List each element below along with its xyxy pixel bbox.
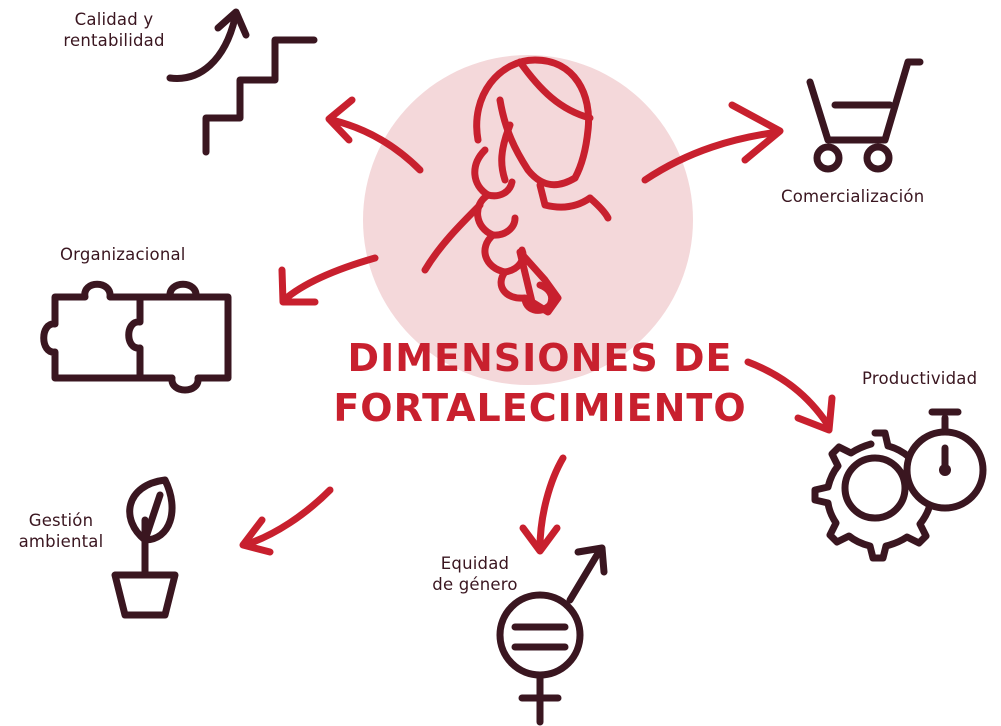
arrow-to-gestion [239,486,334,556]
label-productividad: Productividad [862,369,978,388]
label-calidad: Calidad y rentabilidad [63,10,165,50]
stairs-up-arrow-icon [166,8,318,156]
center-circle [363,55,693,385]
label-comercializacion: Comercialización [781,187,925,206]
title-line-1: DIMENSIONES DE [347,336,733,380]
plant-pot-icon [111,476,179,619]
gear-stopwatch-icon [811,408,987,562]
title-line-2: FORTALECIMIENTO [333,386,747,430]
puzzle-pieces-icon [40,280,232,394]
label-equidad: Equidad de género [432,554,518,594]
woman-braid-icon [421,56,612,316]
arrow-to-calidad [325,96,424,174]
label-organizacional: Organizacional [60,245,186,264]
gender-equality-icon [496,544,608,726]
arrow-to-productividad [744,358,836,434]
shopping-cart-icon [806,58,924,173]
arrow-to-comercializacion [641,101,784,184]
diagram-title: DIMENSIONES DE FORTALECIMIENTO [315,333,765,433]
arrow-to-equidad [519,454,567,555]
label-gestion: Gestión ambiental [18,511,104,551]
arrow-to-organizacional [278,254,379,306]
